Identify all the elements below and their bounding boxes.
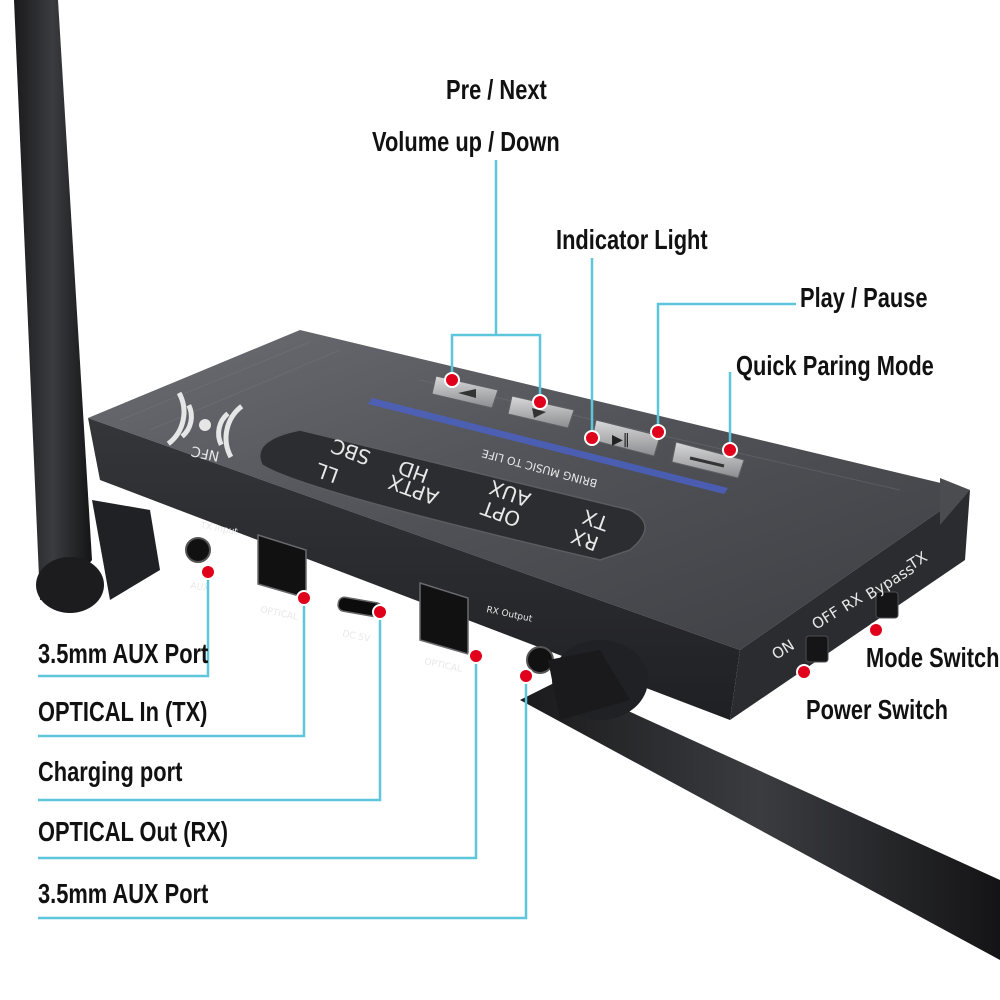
callout-charging: Charging port xyxy=(38,756,183,787)
pairing-button[interactable] xyxy=(671,441,745,479)
callout-power-switch: Power Switch xyxy=(806,694,948,725)
marker-charging xyxy=(372,604,388,620)
nfc-logo xyxy=(166,391,244,459)
marker-play-pause xyxy=(650,424,666,440)
port-label-dc: DC 5V xyxy=(341,629,371,645)
nfc-label: NFC xyxy=(190,442,221,464)
optical-out-port[interactable] xyxy=(419,581,469,655)
callout-optical-out: OPTICAL Out (RX) xyxy=(38,816,229,847)
callout-markers xyxy=(200,372,884,684)
marker-mode-switch xyxy=(868,622,884,638)
marker-optical-out xyxy=(468,648,484,664)
callout-mode-switch: Mode Switch xyxy=(866,642,1000,673)
marker-prev xyxy=(444,372,460,388)
play-pause-button[interactable]: ▶‖ xyxy=(591,419,661,457)
marker-optical-in xyxy=(296,590,312,606)
marker-aux-1 xyxy=(200,564,216,580)
mode-switch-knob[interactable] xyxy=(875,591,899,619)
marker-indicator xyxy=(584,430,600,446)
marker-next xyxy=(532,394,548,410)
callout-quick-pairing: Quick Paring Mode xyxy=(736,350,934,381)
svg-text:▶‖: ▶‖ xyxy=(612,432,630,448)
marker-aux-2 xyxy=(518,668,534,684)
right-antenna xyxy=(520,640,1000,960)
callout-pre-next: Pre / Next xyxy=(446,74,547,105)
leader-lines xyxy=(38,160,796,920)
left-antenna xyxy=(14,0,160,613)
front-port-area xyxy=(185,533,554,674)
port-label-aux: AUX xyxy=(189,581,209,594)
power-switch[interactable] xyxy=(805,635,829,663)
next-button[interactable] xyxy=(507,395,575,429)
callout-aux-port-2: 3.5mm AUX Port xyxy=(38,878,209,909)
port-label-optical-right: OPTICAL xyxy=(423,657,462,675)
port-label-optical-left: OPTICAL xyxy=(259,605,298,623)
marker-pairing xyxy=(722,442,738,458)
callout-indicator: Indicator Light xyxy=(556,224,708,255)
callout-aux-port-1: 3.5mm AUX Port xyxy=(38,638,209,669)
marker-power-switch xyxy=(796,664,812,680)
mode-display-panel xyxy=(258,429,646,561)
tx-aux-port[interactable] xyxy=(185,537,211,563)
callout-volume: Volume up / Down xyxy=(372,126,560,157)
callout-play-pause: Play / Pause xyxy=(800,282,928,313)
indicator-light-strip xyxy=(368,398,728,494)
callout-optical-in: OPTICAL In (TX) xyxy=(38,696,208,727)
